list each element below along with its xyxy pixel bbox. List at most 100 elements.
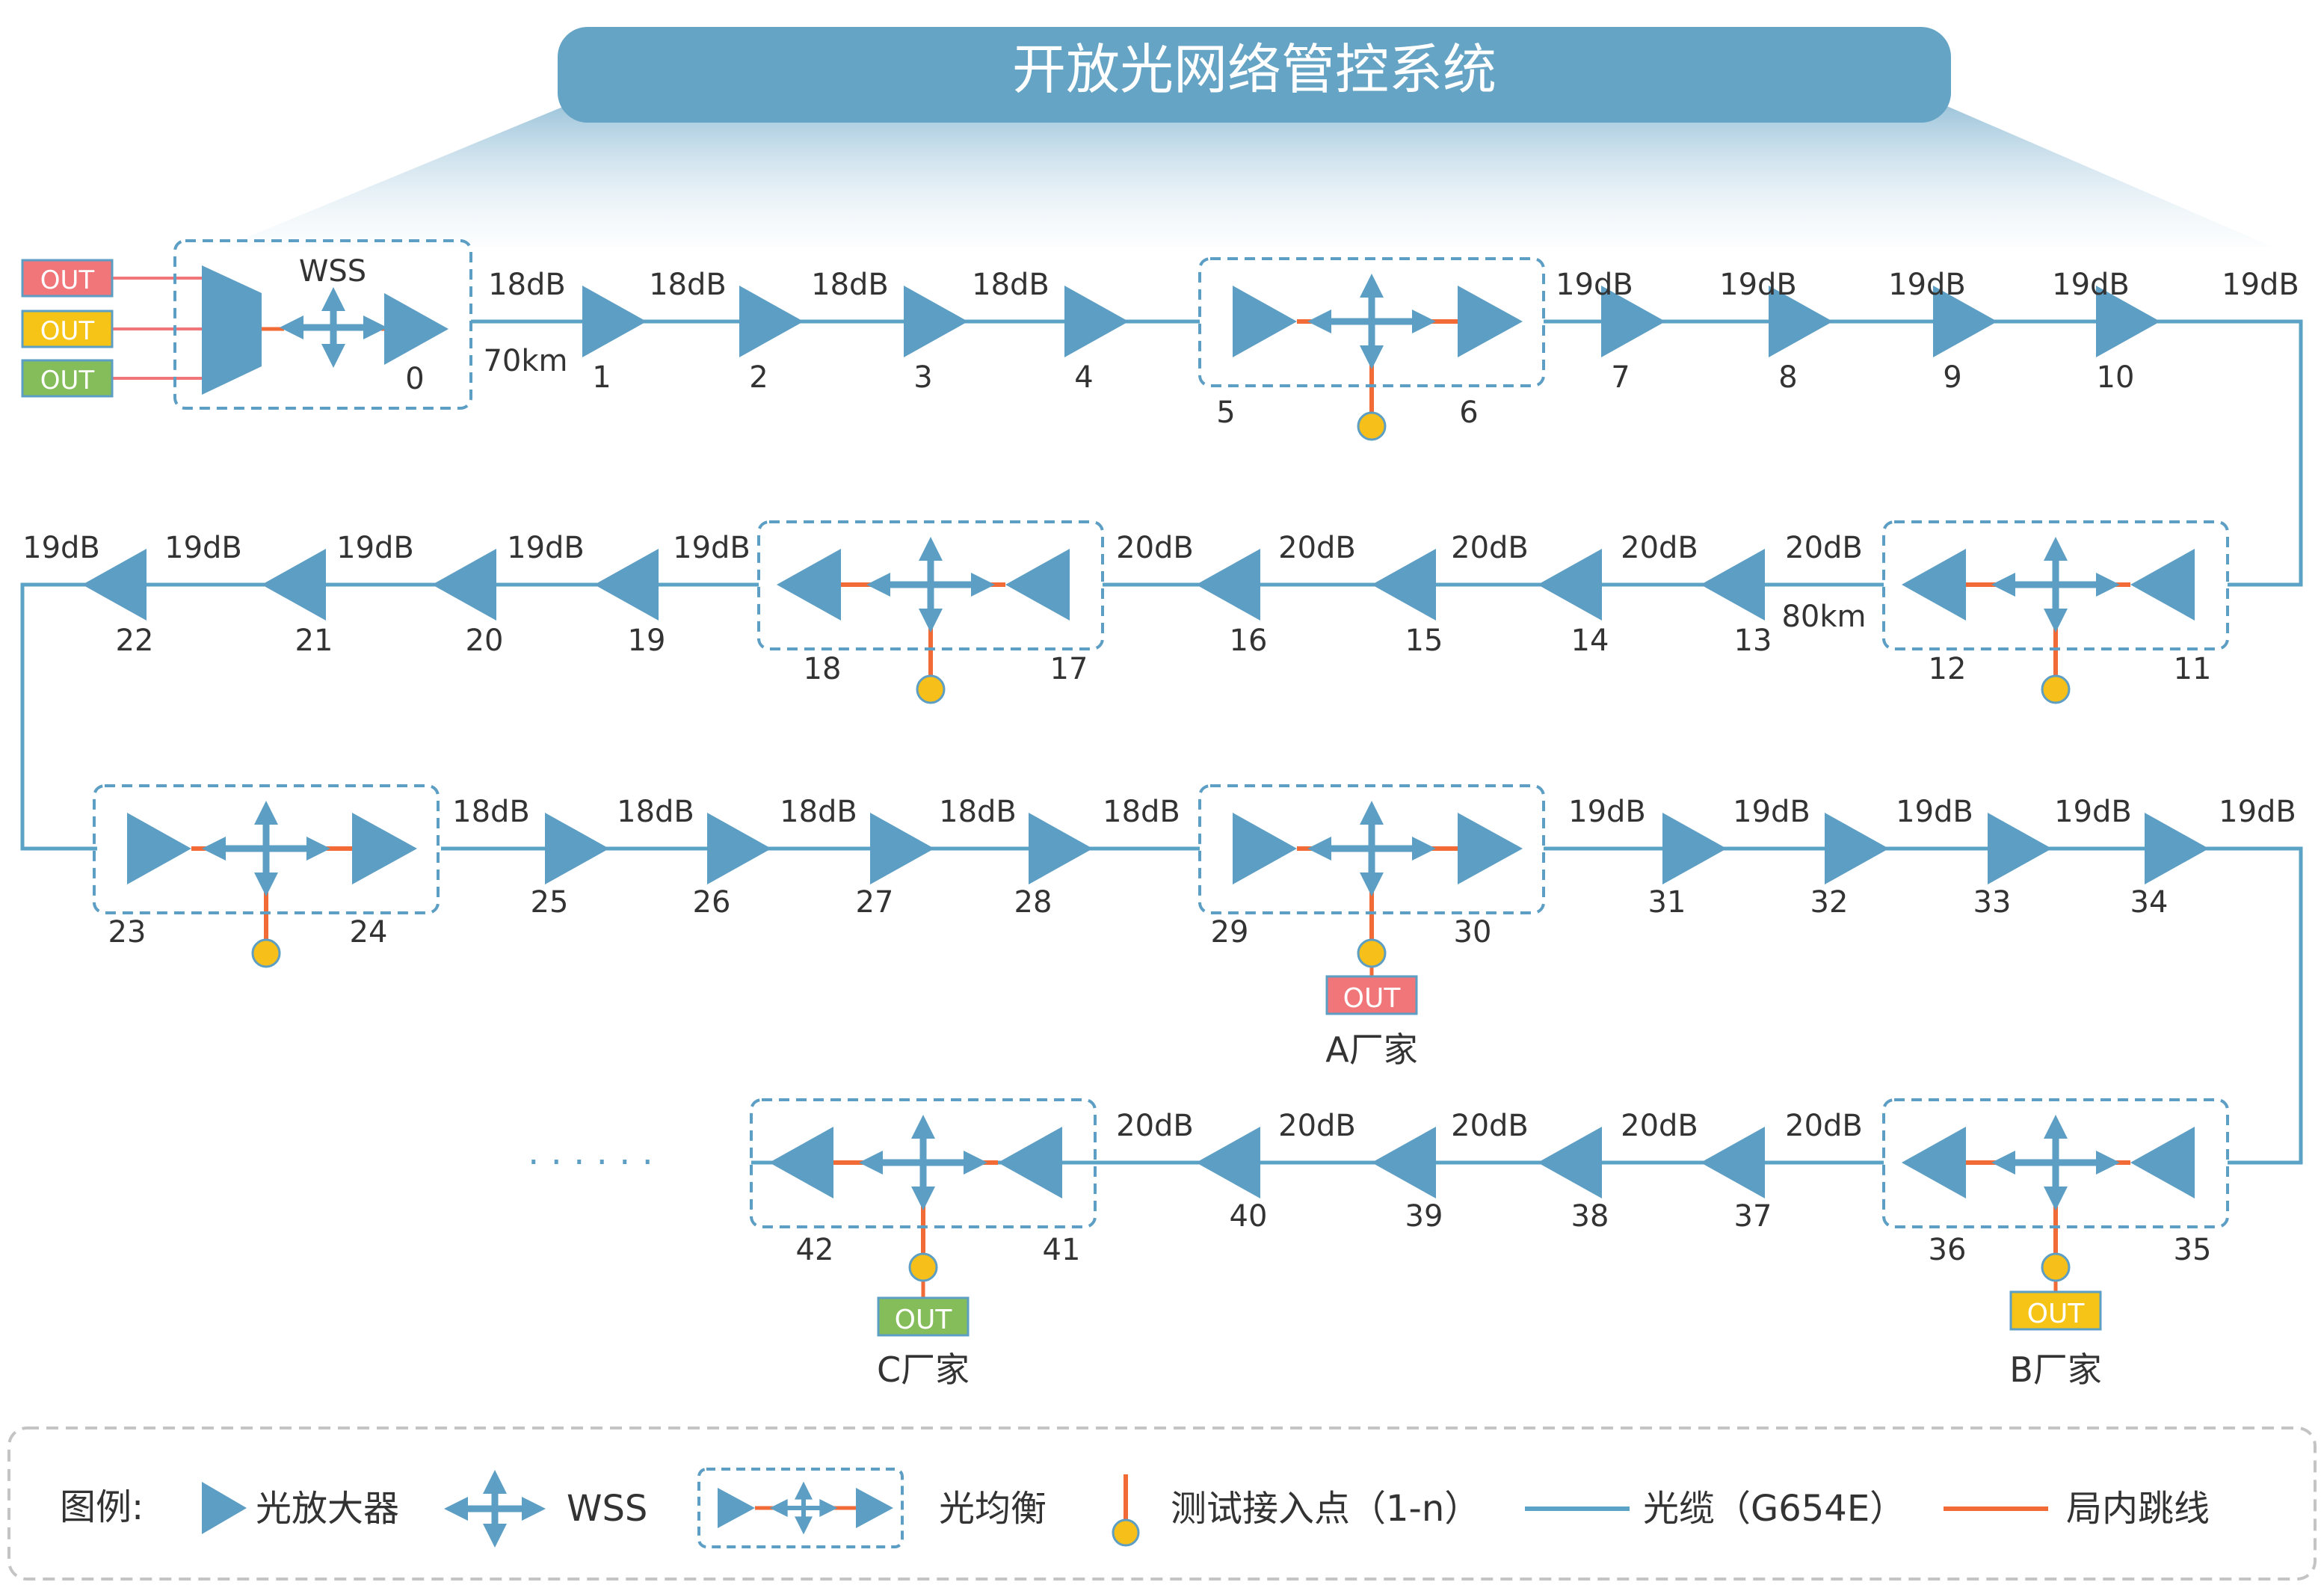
node-label: 19 [628, 624, 666, 658]
span-loss-label: 18dB [617, 795, 694, 829]
wss-icon [866, 537, 995, 633]
span-loss-label: 19dB [673, 531, 750, 565]
amplifier-icon [1029, 813, 1093, 884]
span-loss-label: 19dB [164, 531, 242, 565]
wss-icon [1307, 801, 1436, 896]
arrow-head [2044, 1187, 2068, 1210]
amplifier-icon [2130, 1127, 2195, 1198]
node-label: 9 [1943, 360, 1961, 395]
vendor-a-label: A厂家 [1325, 1030, 1417, 1070]
legend-eq-box [697, 1468, 904, 1548]
node-label: 30 [1454, 915, 1492, 950]
vendor-b-label: B厂家 [2009, 1349, 2102, 1390]
amplifier-icon [1196, 1127, 1260, 1198]
wss-icon [280, 287, 387, 368]
node-label: 20 [466, 624, 504, 658]
arrow-head [1307, 310, 1331, 333]
amplifier-icon [739, 286, 804, 357]
arrow-head [769, 1499, 788, 1517]
span-loss-label: 20dB [1116, 1109, 1194, 1143]
node-label: 13 [1734, 624, 1772, 658]
span-loss-label: 19dB [2054, 795, 2132, 829]
arrow-head [859, 1151, 883, 1175]
span-loss-label: 19dB [2222, 268, 2299, 302]
arrow-head [280, 316, 303, 339]
out-label: OUT [2027, 1299, 2086, 1329]
node-label: 26 [693, 885, 731, 920]
legend-frame [7, 1426, 2317, 1581]
amplifier-icon [998, 1127, 1062, 1198]
amplifier-icon [2096, 286, 2160, 357]
span-loss-label: 19dB [1896, 795, 1973, 829]
legend-test-point-label: 测试接入点（1-n） [1171, 1488, 1480, 1530]
span-loss-label: 19dB [1888, 268, 1966, 302]
equalizer-box [757, 520, 1104, 650]
span-loss-label: 19dB [2052, 268, 2130, 302]
amplifier-icon [1662, 813, 1727, 884]
arrow-head [321, 344, 345, 368]
amplifier-icon [352, 813, 417, 884]
amplifier-icon [1064, 286, 1129, 357]
wss-label: WSS [299, 254, 366, 289]
legend-jumper-label: 局内跳线 [2066, 1488, 2210, 1530]
node-label: 42 [796, 1233, 834, 1267]
span-loss-label: 20dB [1451, 1109, 1529, 1143]
node-label: 6 [1459, 396, 1478, 430]
legend-equalizer-icon [697, 1468, 904, 1548]
amplifier-icon [1233, 286, 1297, 357]
span-loss-label: 18dB [488, 268, 566, 302]
out-badge [21, 359, 114, 398]
amplifier-icon [1902, 549, 1966, 621]
amplifier-icon [777, 549, 841, 621]
amplifier-icon [262, 549, 326, 621]
wss-icon [202, 801, 330, 896]
wss-icon [1991, 537, 2120, 633]
wss-icon [859, 1115, 987, 1210]
arrow-head [321, 287, 345, 311]
node-label: 8 [1778, 360, 1797, 395]
node-label: 29 [1211, 915, 1249, 950]
amplifier-icon [870, 813, 934, 884]
equalizer-box [1198, 257, 1545, 387]
node-label: 36 [1929, 1233, 1967, 1267]
amplifier-icon [1701, 1127, 1765, 1198]
amplifier-icon [1933, 286, 1997, 357]
amplifier-icon [1988, 813, 2052, 884]
arrow-head [911, 1187, 935, 1210]
legend-amplifier-icon [202, 1482, 247, 1534]
node-label: 10 [2097, 360, 2135, 395]
title-banner [558, 27, 1951, 123]
arrow-head [522, 1497, 546, 1521]
amplifier-icon [1005, 549, 1070, 621]
span-loss-label: 19dB [2219, 795, 2296, 829]
arrow-head [795, 1481, 813, 1500]
amplifier-icon [1372, 1127, 1436, 1198]
node-label: 17 [1050, 652, 1088, 686]
span-loss-label: 19dB [1556, 268, 1633, 302]
arrow-head [1307, 837, 1331, 861]
amplifier-icon [1902, 1127, 1966, 1198]
out-badge [2009, 1290, 2102, 1331]
title-glow [224, 105, 2272, 247]
arrow-head [2096, 573, 2120, 597]
page-title: 开放光网络管控系统 [1012, 38, 1497, 101]
span-loss-label: 20dB [1278, 1109, 1356, 1143]
amplifier-icon [1701, 549, 1765, 621]
node-label: 22 [116, 624, 154, 658]
arrow-head [2044, 537, 2068, 561]
node-label: 32 [1810, 885, 1849, 920]
legend-amplifier-label: 光放大器 [256, 1488, 399, 1530]
amplifier-icon [1769, 286, 1833, 357]
legend-test-point-icon [1112, 1518, 1140, 1547]
amplifier-icon [856, 1488, 893, 1528]
arrow-head [971, 573, 995, 597]
span-loss-label: 20dB [1621, 531, 1698, 565]
amplifier-icon [2130, 549, 2195, 621]
arrow-head [1991, 573, 2015, 597]
arrow-head [363, 316, 387, 339]
test-point-icon [1357, 411, 1387, 441]
node-label: 40 [1230, 1199, 1268, 1234]
out-badge [21, 310, 114, 348]
equalizer-box [1882, 520, 2229, 650]
